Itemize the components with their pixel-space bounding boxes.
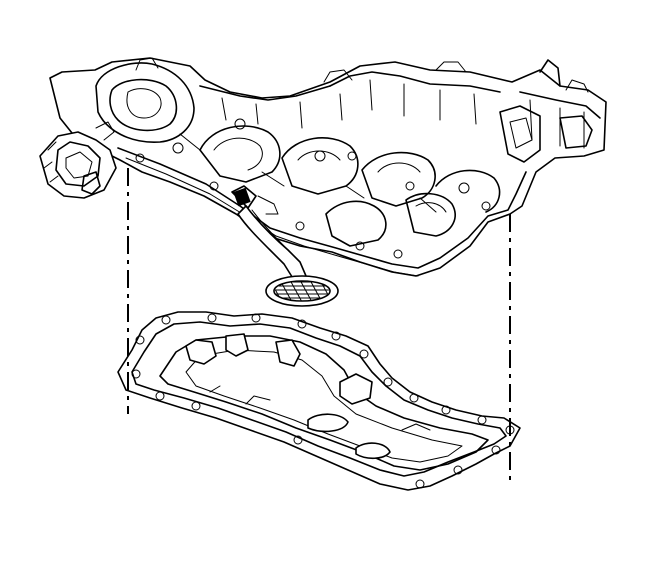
pan-drain-plug (355, 442, 391, 460)
engine-block (39, 57, 607, 277)
pan-pocket-2 (225, 333, 249, 357)
block-pan-rail (117, 118, 527, 277)
crankcase-bays (179, 125, 501, 247)
pickup-screen (265, 275, 339, 307)
oil-pan (117, 311, 521, 491)
pan-pocket-3 (275, 339, 301, 367)
screen-mesh (275, 281, 329, 301)
block-upper-detail (199, 59, 601, 149)
pan-pocket-4 (339, 373, 373, 405)
pan-drain-boss (307, 413, 349, 433)
alignment-guide-lines (127, 168, 511, 482)
front-cover-boss (95, 57, 195, 143)
oil-filter-adapter (39, 121, 117, 199)
pan-bolt-holes (131, 313, 515, 489)
pan-pocket-1 (185, 339, 217, 365)
block-rear-face (499, 105, 593, 163)
